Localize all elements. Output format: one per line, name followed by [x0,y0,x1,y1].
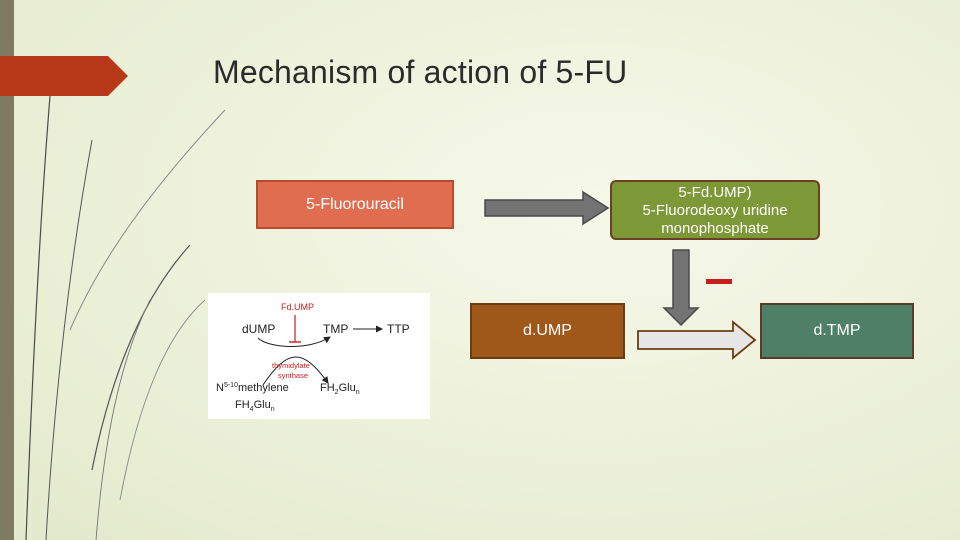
pathway-fh2-label: FH2Glun [320,382,360,396]
dtmp-box: d.TMP [760,303,914,359]
fdump-label: 5-Fd.UMP) 5-Fluorodeoxy uridine monophos… [642,184,788,237]
pathway-fh4-label: FH4Glun [235,399,275,413]
arrow-5fu-to-fdump [484,190,610,226]
pathway-n510-label: N5-10methylene [216,382,289,394]
slide-title: Mechanism of action of 5-FU [213,54,628,90]
title-tab-shape [0,56,128,96]
decorative-lines [25,95,226,540]
left-accent-bar [0,0,14,540]
pathway-cofactor-arc [262,356,329,386]
dump-label: d.UMP [523,322,572,340]
dump-box: d.UMP [470,303,625,359]
pathway-ttp-label: TTP [387,322,410,336]
fluorouracil-box: 5-Fluorouracil [256,180,454,229]
inhibition-mark [706,279,732,284]
fdump-box: 5-Fd.UMP) 5-Fluorodeoxy uridine monophos… [610,180,820,240]
fluorouracil-label: 5-Fluorouracil [306,195,404,213]
pathway-tmp-label: TMP [323,322,348,336]
thymidylate-synthase-pathway-image: Fd.UMP dUMP TMP TTP thymidylate synthase… [208,293,430,419]
pathway-enzyme-line2: synthase [278,371,308,380]
dtmp-label: d.TMP [813,322,861,340]
arrow-fdump-down [662,249,700,327]
pathway-dump-tmp-arc [257,336,331,347]
arrow-dump-to-dtmp [637,320,757,360]
pathway-dump-label: dUMP [242,322,275,336]
pathway-fdump-label: Fd.UMP [281,302,314,312]
pathway-enzyme-line1: thymidylate [272,361,310,370]
